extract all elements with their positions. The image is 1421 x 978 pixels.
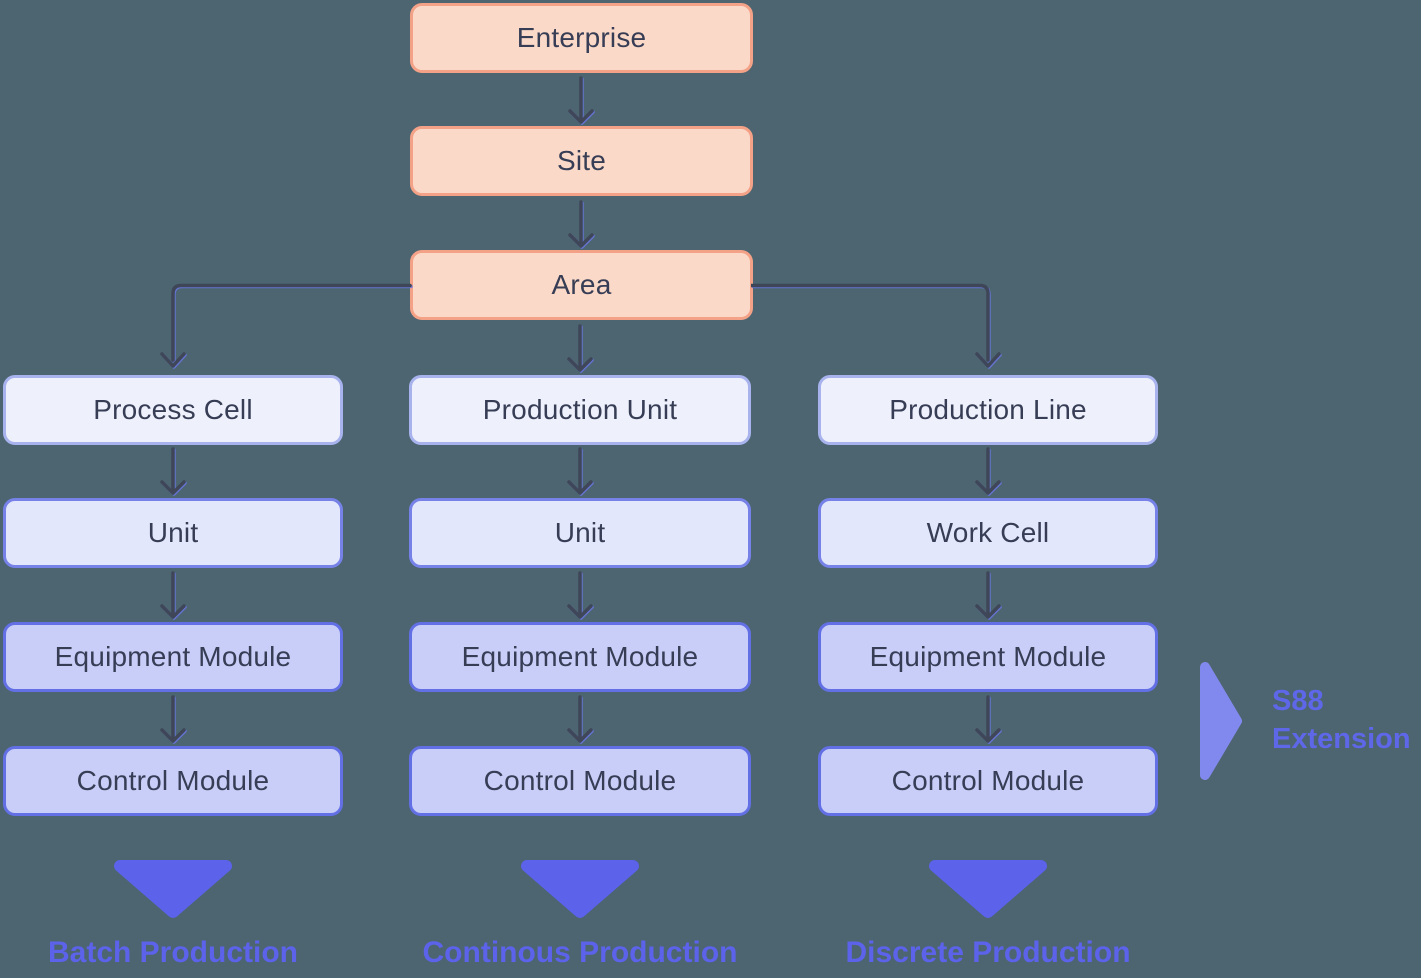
node-equipment-module-continuous: Equipment Module — [409, 622, 751, 692]
node-unit-continuous: Unit — [409, 498, 751, 568]
down-arrow-icon — [160, 447, 186, 495]
node-production-unit: Production Unit — [409, 375, 751, 445]
down-arrow-icon — [567, 324, 593, 372]
elbow-right-arrow-icon — [751, 283, 1001, 368]
triangle-down-icon — [929, 860, 1047, 918]
down-arrow-icon — [567, 695, 593, 743]
down-arrow-icon — [568, 76, 594, 124]
node-unit-batch: Unit — [3, 498, 343, 568]
down-arrow-icon — [975, 447, 1001, 495]
down-arrow-icon — [975, 571, 1001, 619]
node-work-cell: Work Cell — [818, 498, 1158, 568]
s88-line1: S88 — [1272, 685, 1324, 717]
node-control-module-continuous: Control Module — [409, 746, 751, 816]
label-batch-production: Batch Production — [47, 936, 298, 969]
node-production-line: Production Line — [818, 375, 1158, 445]
elbow-left-arrow-icon — [160, 283, 412, 368]
down-arrow-icon — [160, 695, 186, 743]
node-site: Site — [410, 126, 753, 196]
down-arrow-icon — [160, 571, 186, 619]
label-s88-extension: S88 Extension — [1272, 682, 1411, 758]
triangle-down-icon — [521, 860, 639, 918]
down-arrow-icon — [975, 695, 1001, 743]
label-discrete-production: Discrete Production — [845, 936, 1131, 969]
node-area: Area — [410, 250, 753, 320]
node-equipment-module-batch: Equipment Module — [3, 622, 343, 692]
label-continuous-production: Continous Production — [422, 936, 738, 969]
down-arrow-icon — [568, 200, 594, 248]
down-arrow-icon — [567, 447, 593, 495]
node-enterprise: Enterprise — [410, 3, 753, 73]
triangle-right-icon — [1200, 662, 1242, 780]
triangle-down-icon — [114, 860, 232, 918]
s88-line2: Extension — [1272, 723, 1411, 755]
node-control-module-discrete: Control Module — [818, 746, 1158, 816]
node-equipment-module-discrete: Equipment Module — [818, 622, 1158, 692]
down-arrow-icon — [567, 571, 593, 619]
node-control-module-batch: Control Module — [3, 746, 343, 816]
node-process-cell: Process Cell — [3, 375, 343, 445]
